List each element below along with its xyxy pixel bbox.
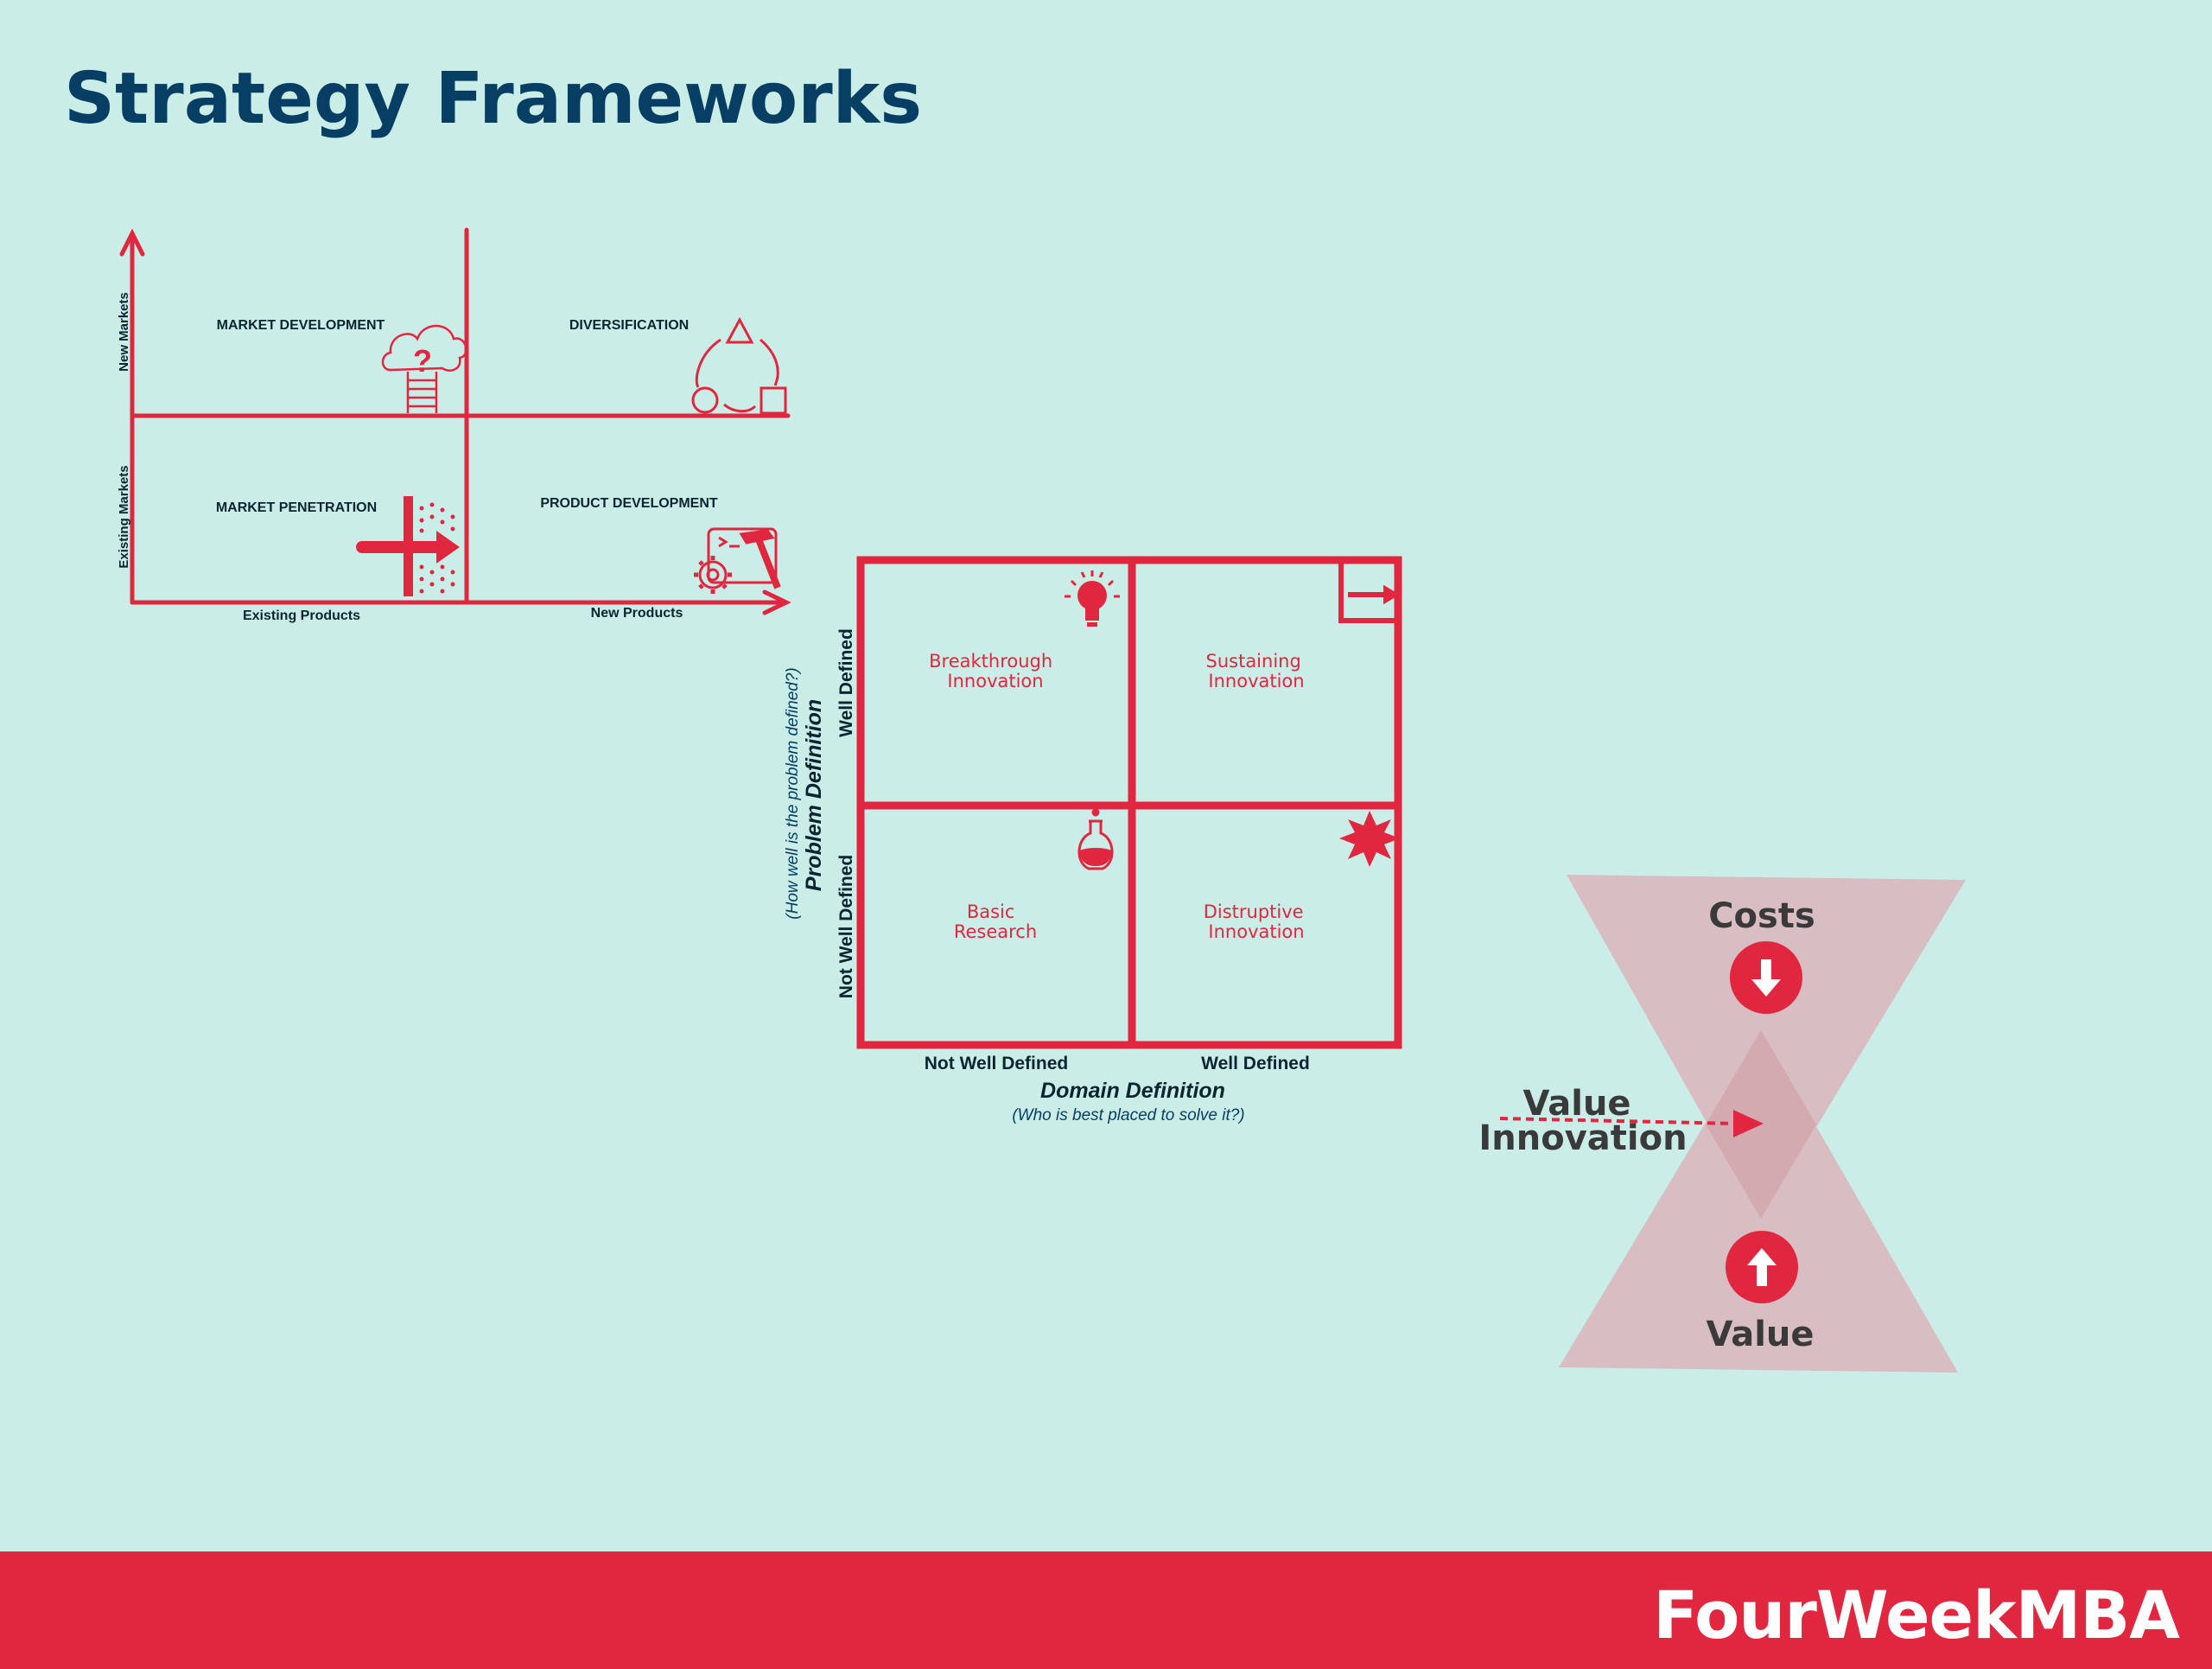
ansoff-product-development: PRODUCT DEVELOPMENT [540, 496, 718, 511]
ansoff-x-label-existing: Existing Products [243, 608, 360, 623]
domain-well-defined-label: Well Defined [1201, 1054, 1310, 1073]
problem-not-well-defined-label: Not Well Defined [836, 855, 856, 998]
disruptive-innovation-label: Distruptive Innovation [1204, 901, 1310, 942]
ansoff-y-arrowhead [119, 228, 145, 257]
value-innovation-pointer [1499, 1117, 1738, 1125]
ansoff-x-label-new: New Products [591, 606, 683, 621]
sustaining-innovation-label: Sustaining Innovation [1206, 651, 1307, 691]
svg-text:?: ? [413, 343, 432, 379]
domain-definition-subtitle: (Who is best placed to solve it?) [1012, 1106, 1244, 1124]
burst-icon [1339, 811, 1400, 867]
flask-icon [1077, 808, 1114, 870]
lightbulb-icon [1065, 570, 1120, 627]
product-development-icon [694, 527, 781, 594]
ansoff-market-penetration: MARKET PENETRATION [216, 500, 377, 515]
cloud-ladder-icon: ? [381, 324, 467, 413]
page-title: Strategy Frameworks [64, 58, 922, 140]
costs-label: Costs [1708, 896, 1815, 936]
value-label: Value [1706, 1315, 1814, 1354]
cycle-shapes-icon [691, 316, 787, 415]
domain-not-well-defined-label: Not Well Defined [925, 1054, 1068, 1073]
ansoff-y-label-existing: Existing Markets [117, 465, 131, 568]
value-innovation-label: Value Innovation [1478, 1084, 1687, 1158]
problem-well-defined-label: Well Defined [836, 628, 856, 737]
exit-arrow-icon [1338, 564, 1400, 623]
breakthrough-innovation-label: Breakthrough Innovation [929, 651, 1058, 691]
domain-definition-title: Domain Definition [1040, 1079, 1225, 1103]
basic-research-label: Basic Research [954, 901, 1037, 942]
ansoff-diversification: DIVERSIFICATION [569, 318, 689, 333]
down-arrow-icon [1730, 941, 1802, 1014]
penetration-arrow-icon [356, 496, 460, 596]
ansoff-market-development: MARKET DEVELOPMENT [217, 318, 385, 333]
up-arrow-icon [1726, 1231, 1798, 1303]
ansoff-x-arrowhead [762, 589, 791, 615]
ansoff-matrix: New Markets New Markets Existing Markets… [117, 227, 791, 623]
brand-logo: FourWeekMBA [1653, 1577, 2180, 1653]
pointer-arrowhead [1733, 1110, 1764, 1137]
innovation-matrix: Breakthrough Innovation Sustaining Innov… [784, 556, 1402, 1124]
footer-bar [0, 1551, 2212, 1669]
ansoff-y-label-top: New Markets [117, 292, 131, 372]
problem-definition-subtitle: (How well is the problem defined?) [784, 667, 802, 919]
value-innovation-diagram: Costs Value Value Innovation [1478, 875, 1966, 1373]
problem-definition-title: Problem Definition [802, 699, 826, 891]
